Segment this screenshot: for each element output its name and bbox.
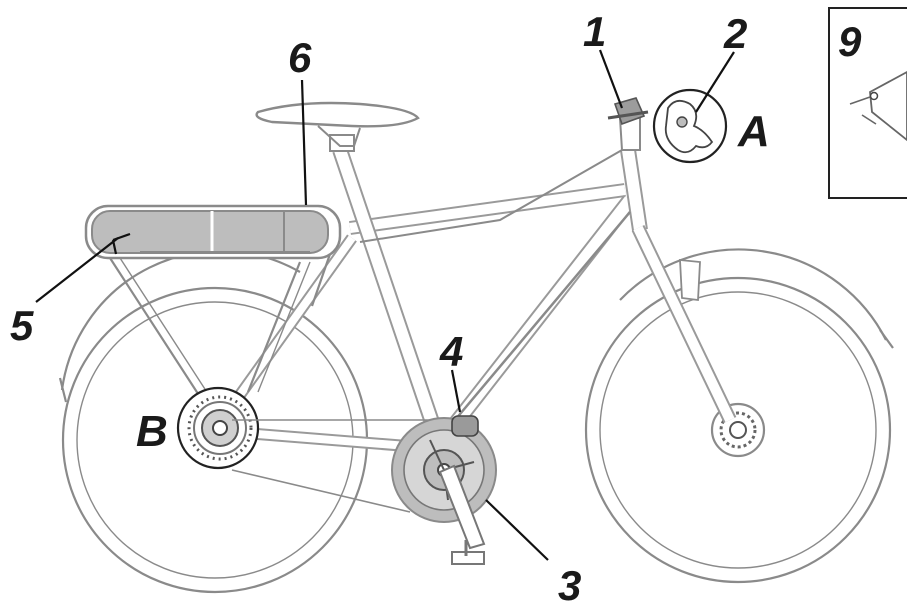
callout-9: 9 [838, 18, 862, 65]
battery [91, 210, 329, 254]
callout-b: B [136, 407, 168, 456]
drive-unit [231, 415, 497, 523]
saddle [255, 101, 420, 147]
display-unit [607, 97, 649, 126]
front-wheel [584, 248, 894, 584]
callout-2: 2 [723, 10, 747, 57]
crank-pedal [438, 464, 486, 565]
pointer-lines [35, 49, 735, 561]
callout-1: 1 [583, 8, 606, 55]
frame [217, 117, 737, 454]
callout-a: A [737, 107, 770, 156]
detail-circle-a [652, 88, 728, 164]
callout-3: 3 [558, 562, 581, 609]
detail-circle-b [176, 386, 260, 470]
callout-labels: 1 2 A 6 5 4 B 3 9 [10, 8, 862, 609]
callout-4: 4 [439, 328, 463, 375]
callout-6: 6 [288, 34, 312, 81]
inset-panel-9 [828, 7, 907, 199]
callout-5: 5 [10, 302, 34, 349]
